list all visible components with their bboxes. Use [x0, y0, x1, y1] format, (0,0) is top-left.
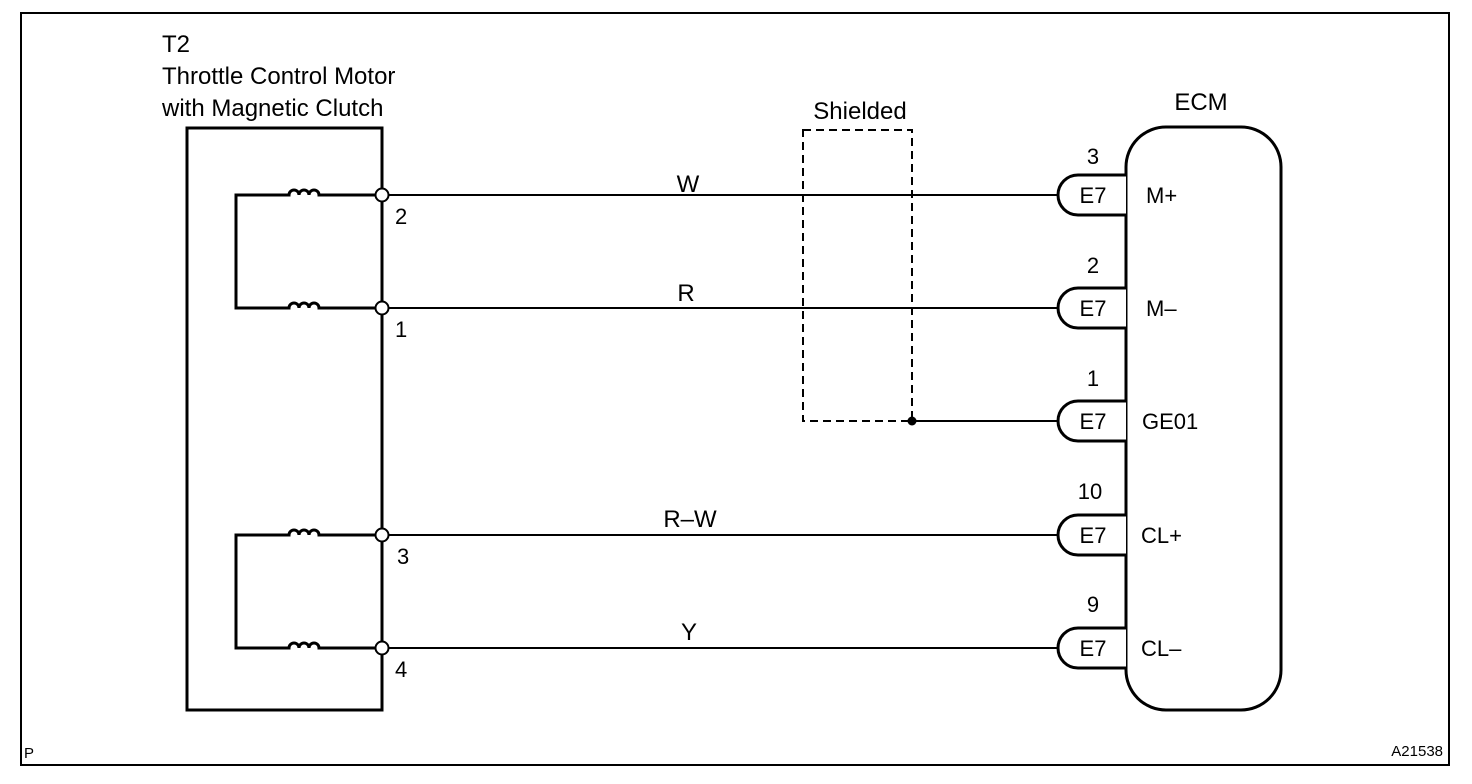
ecm-terminal-name: M+ [1146, 183, 1177, 208]
ecm-terminal-name: CL+ [1141, 523, 1182, 548]
shield-box [802, 129, 913, 422]
connector-label: E7 [1080, 523, 1107, 548]
ecm-pin-number: 2 [1087, 253, 1099, 278]
connector-label: E7 [1080, 409, 1107, 434]
connector-label: E7 [1080, 183, 1107, 208]
ecm-label: ECM [1174, 89, 1227, 116]
clutch-coil-icon [282, 641, 330, 650]
connector-e7-m-plus: E7 3 M+ [1056, 144, 1177, 217]
diagram-frame [20, 12, 1450, 766]
motor-loop-wire [234, 193, 282, 310]
connector-label: E7 [1080, 296, 1107, 321]
figure-id: A21538 [1391, 743, 1443, 760]
component-pin-label: 4 [395, 657, 407, 682]
ecm-pin-number: 9 [1087, 592, 1099, 617]
terminal-pin-2 [374, 187, 390, 203]
terminal-pin-1 [374, 300, 390, 316]
ecm-terminal-name: CL– [1141, 636, 1182, 661]
connector-e7-cl-plus: E7 10 CL+ [1056, 479, 1182, 557]
connector-label: E7 [1080, 636, 1107, 661]
shield-label: Shielded [813, 98, 906, 125]
connector-e7-ge01: E7 1 GE01 [1056, 366, 1198, 443]
footer-left-mark: P [24, 745, 34, 762]
wire-color-label: W [677, 171, 700, 198]
ecm-terminal-name: GE01 [1142, 409, 1198, 434]
shield-junction-dot [907, 416, 917, 426]
terminal-pin-4 [374, 640, 390, 656]
terminal-pin-3 [374, 527, 390, 543]
ecm-pin-number: 1 [1087, 366, 1099, 391]
connector-e7-cl-minus: E7 9 CL– [1056, 592, 1182, 670]
wire-color-label: R–W [663, 506, 717, 533]
component-name-line1: Throttle Control Motor [162, 63, 395, 90]
clutch-loop-wire [234, 533, 282, 650]
wire-color-label: Y [681, 619, 697, 646]
ecm-pin-number: 3 [1087, 144, 1099, 169]
motor-coil-icon [282, 188, 330, 197]
throttle-motor-box [185, 126, 384, 712]
component-name-line2: with Magnetic Clutch [161, 95, 383, 122]
component-pin-label: 2 [395, 204, 407, 229]
wire-color-label: R [677, 280, 694, 307]
connector-e7-m-minus: E7 2 M– [1056, 253, 1177, 330]
component-pin-label: 1 [395, 317, 407, 342]
motor-coil-icon [282, 301, 330, 310]
component-code: T2 [162, 31, 190, 58]
component-pin-label: 3 [397, 544, 409, 569]
ecm-pin-number: 10 [1078, 479, 1102, 504]
ecm-terminal-name: M– [1146, 296, 1177, 321]
clutch-coil-icon [282, 528, 330, 537]
